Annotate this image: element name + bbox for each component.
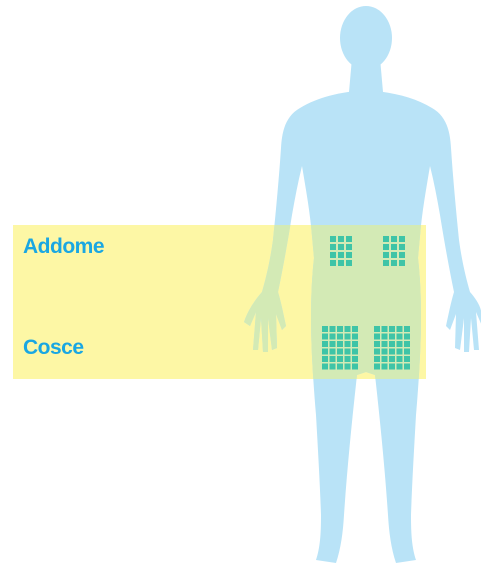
injection-site-cell [404, 341, 410, 347]
injection-site-cell [337, 349, 343, 355]
injection-site-cell [346, 244, 352, 250]
injection-site-cell [345, 326, 351, 332]
injection-site-cell [397, 356, 403, 362]
injection-site-cell [391, 236, 397, 242]
injection-site-cell [330, 236, 336, 242]
injection-site-cell [389, 349, 395, 355]
injection-site-cell [382, 364, 388, 370]
injection-site-cell [338, 236, 344, 242]
injection-site-cell [338, 252, 344, 258]
label-abdomen: Addome [23, 235, 104, 259]
injection-site-cell [404, 349, 410, 355]
injection-site-cell [391, 260, 397, 266]
injection-site-cell [389, 341, 395, 347]
injection-site-cell [322, 349, 328, 355]
label-thighs: Cosce [23, 336, 84, 360]
injection-site-cell [338, 260, 344, 266]
injection-site-cell [374, 341, 380, 347]
injection-site-cell [383, 252, 389, 258]
injection-site-cell [330, 326, 336, 332]
injection-site-cell [322, 334, 328, 340]
injection-site-cell [337, 356, 343, 362]
injection-site-cell [352, 364, 358, 370]
injection-site-cell [352, 341, 358, 347]
injection-site-cell [337, 326, 343, 332]
injection-site-cell [389, 356, 395, 362]
injection-site-cell [382, 341, 388, 347]
injection-site-cell [404, 364, 410, 370]
injection-site-cell [399, 236, 405, 242]
injection-site-cell [397, 326, 403, 332]
injection-site-cell [322, 326, 328, 332]
injection-site-cell [382, 334, 388, 340]
injection-site-cell [330, 252, 336, 258]
injection-site-cell [345, 341, 351, 347]
injection-site-cell [397, 334, 403, 340]
injection-site-cell [397, 364, 403, 370]
injection-site-cell [383, 236, 389, 242]
injection-site-cell [337, 341, 343, 347]
injection-site-cell [345, 356, 351, 362]
injection-site-cell [399, 252, 405, 258]
injection-site-cell [383, 260, 389, 266]
injection-site-cell [374, 349, 380, 355]
injection-site-cell [352, 326, 358, 332]
injection-site-cell [330, 334, 336, 340]
injection-site-cell [322, 364, 328, 370]
injection-site-cell [346, 236, 352, 242]
injection-site-cell [330, 244, 336, 250]
injection-site-cell [345, 364, 351, 370]
injection-site-cell [399, 244, 405, 250]
injection-site-cell [389, 326, 395, 332]
injection-site-cell [330, 356, 336, 362]
injection-site-cell [352, 349, 358, 355]
injection-site-cell [382, 349, 388, 355]
injection-site-cell [346, 260, 352, 266]
injection-site-cell [374, 364, 380, 370]
injection-site-cell [374, 334, 380, 340]
injection-site-cell [389, 334, 395, 340]
injection-site-cell [391, 252, 397, 258]
injection-site-cell [322, 341, 328, 347]
injection-site-cell [404, 326, 410, 332]
injection-site-cell [382, 326, 388, 332]
injection-site-cell [374, 356, 380, 362]
injection-site-cell [322, 356, 328, 362]
injection-site-cell [338, 244, 344, 250]
injection-site-cell [383, 244, 389, 250]
injection-site-cell [397, 341, 403, 347]
injection-site-cell [330, 349, 336, 355]
injection-site-cell [391, 244, 397, 250]
injection-site-cell [404, 334, 410, 340]
injection-site-cell [330, 260, 336, 266]
injection-site-cell [330, 341, 336, 347]
injection-site-cell [352, 356, 358, 362]
injection-site-cell [345, 334, 351, 340]
injection-site-cell [337, 334, 343, 340]
injection-site-cell [382, 356, 388, 362]
injection-site-cell [399, 260, 405, 266]
injection-site-cell [389, 364, 395, 370]
injection-site-cell [374, 326, 380, 332]
injection-site-cell [337, 364, 343, 370]
injection-site-cell [404, 356, 410, 362]
injection-site-cell [330, 364, 336, 370]
injection-site-cell [345, 349, 351, 355]
injection-site-cell [346, 252, 352, 258]
injection-site-cell [397, 349, 403, 355]
injection-site-cell [352, 334, 358, 340]
